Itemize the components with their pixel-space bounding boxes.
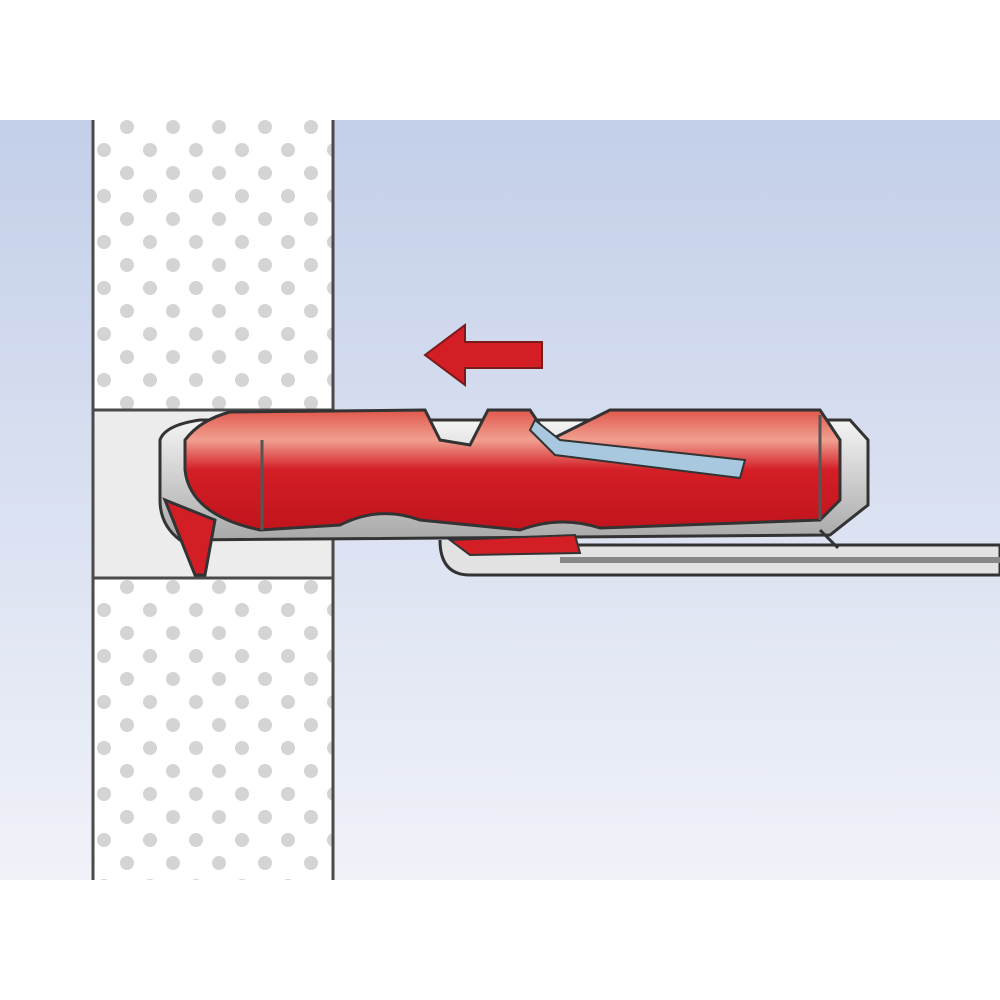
anchor-body [183,408,842,532]
arrow-left-icon [423,323,543,387]
rod [438,539,1000,577]
anchor [158,408,870,577]
anchor-tip-barb [162,497,217,577]
anchor-spring-clip [528,418,747,480]
anchor-lower-tab [447,533,582,557]
